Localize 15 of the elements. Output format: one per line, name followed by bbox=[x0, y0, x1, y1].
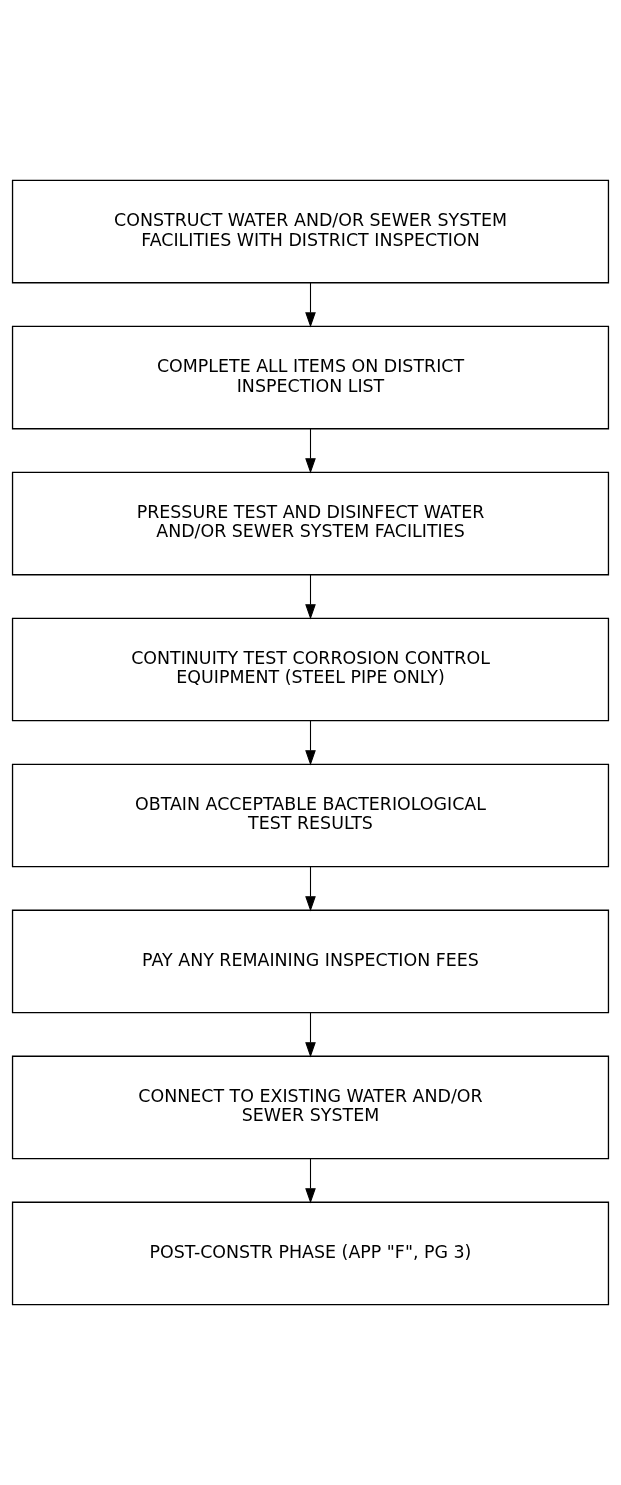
arrow bbox=[305, 1012, 316, 1058]
arrow bbox=[305, 720, 316, 766]
node-box: PAY ANY REMAINING INSPECTION FEES bbox=[11, 909, 610, 1014]
node-box: CONTINUITY TEST CORROSION CONTROL EQUIPMENT (STEEL PIPE ONLY) bbox=[11, 617, 610, 722]
arrow bbox=[305, 866, 316, 912]
node-box: OBTAIN ACCEPTABLE BACTERIOLOGICAL TEST RESULTS bbox=[11, 763, 610, 868]
node-box: PRESSURE TEST AND DISINFECT WATER AND/OR SEWER SYSTEM FACILITIES bbox=[11, 471, 610, 576]
node-box: COMPLETE ALL ITEMS ON DISTRICT INSPECTION LIST bbox=[11, 325, 610, 430]
arrow bbox=[305, 574, 316, 620]
arrow bbox=[305, 1158, 316, 1204]
arrow bbox=[305, 428, 316, 474]
node-box: CONNECT TO EXISTING WATER AND/OR SEWER SYSTEM bbox=[11, 1055, 610, 1160]
node-box: CONSTRUCT WATER AND/OR SEWER SYSTEM FACILITIES WITH DISTRICT INSPECTION bbox=[11, 179, 610, 284]
node-box: POST-CONSTR PHASE (APP "F", PG 3) bbox=[11, 1201, 610, 1306]
arrow bbox=[305, 282, 316, 328]
